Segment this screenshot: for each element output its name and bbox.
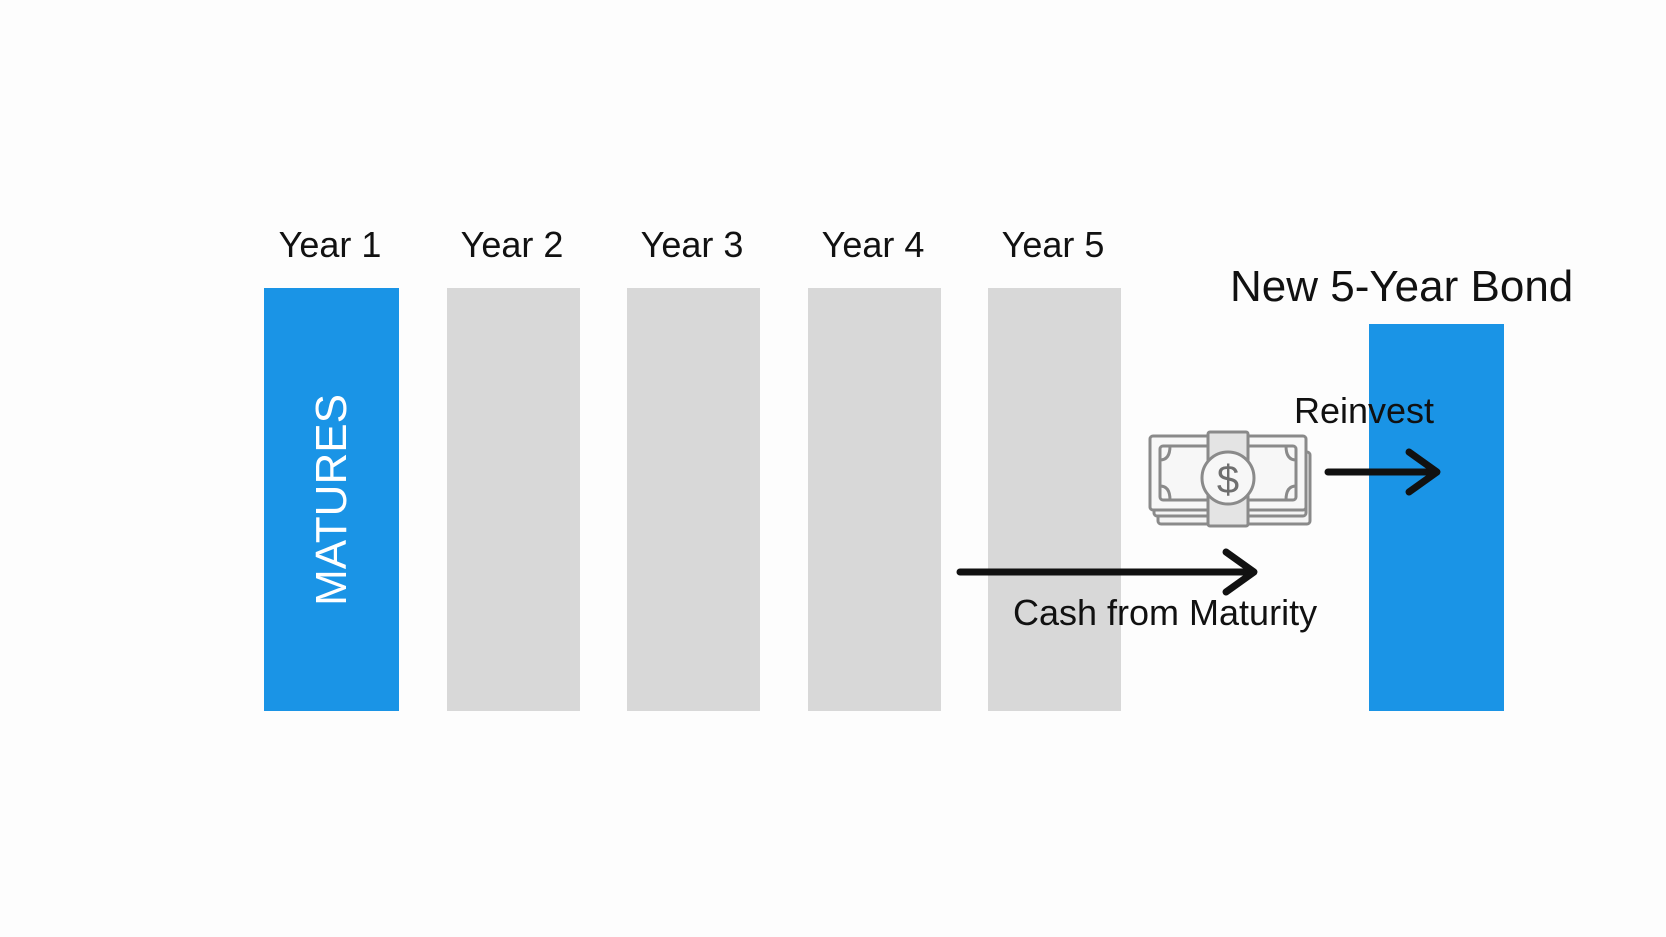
year-label-1: Year 1 bbox=[278, 224, 382, 265]
new-bond-title: New 5-Year Bond bbox=[1230, 262, 1574, 311]
bond-bar-year-1: MATURES bbox=[264, 288, 399, 711]
new-bond-bar bbox=[1369, 324, 1504, 711]
year-label-2: Year 2 bbox=[460, 224, 564, 265]
year-label-3: Year 3 bbox=[640, 224, 744, 265]
year-label-5: Year 5 bbox=[1001, 224, 1105, 265]
bond-bar-year-2 bbox=[447, 288, 580, 711]
bond-bar-year-5 bbox=[988, 288, 1121, 711]
year-label-4: Year 4 bbox=[821, 224, 925, 265]
svg-text:$: $ bbox=[1217, 458, 1239, 502]
bond-bar-year-4 bbox=[808, 288, 941, 711]
bond-bar-year-3 bbox=[627, 288, 760, 711]
money-bill-icon: $ bbox=[1148, 430, 1312, 528]
cash-from-maturity-label: Cash from Maturity bbox=[1013, 592, 1318, 633]
reinvest-label: Reinvest bbox=[1294, 390, 1435, 431]
matures-label: MATURES bbox=[306, 393, 356, 606]
